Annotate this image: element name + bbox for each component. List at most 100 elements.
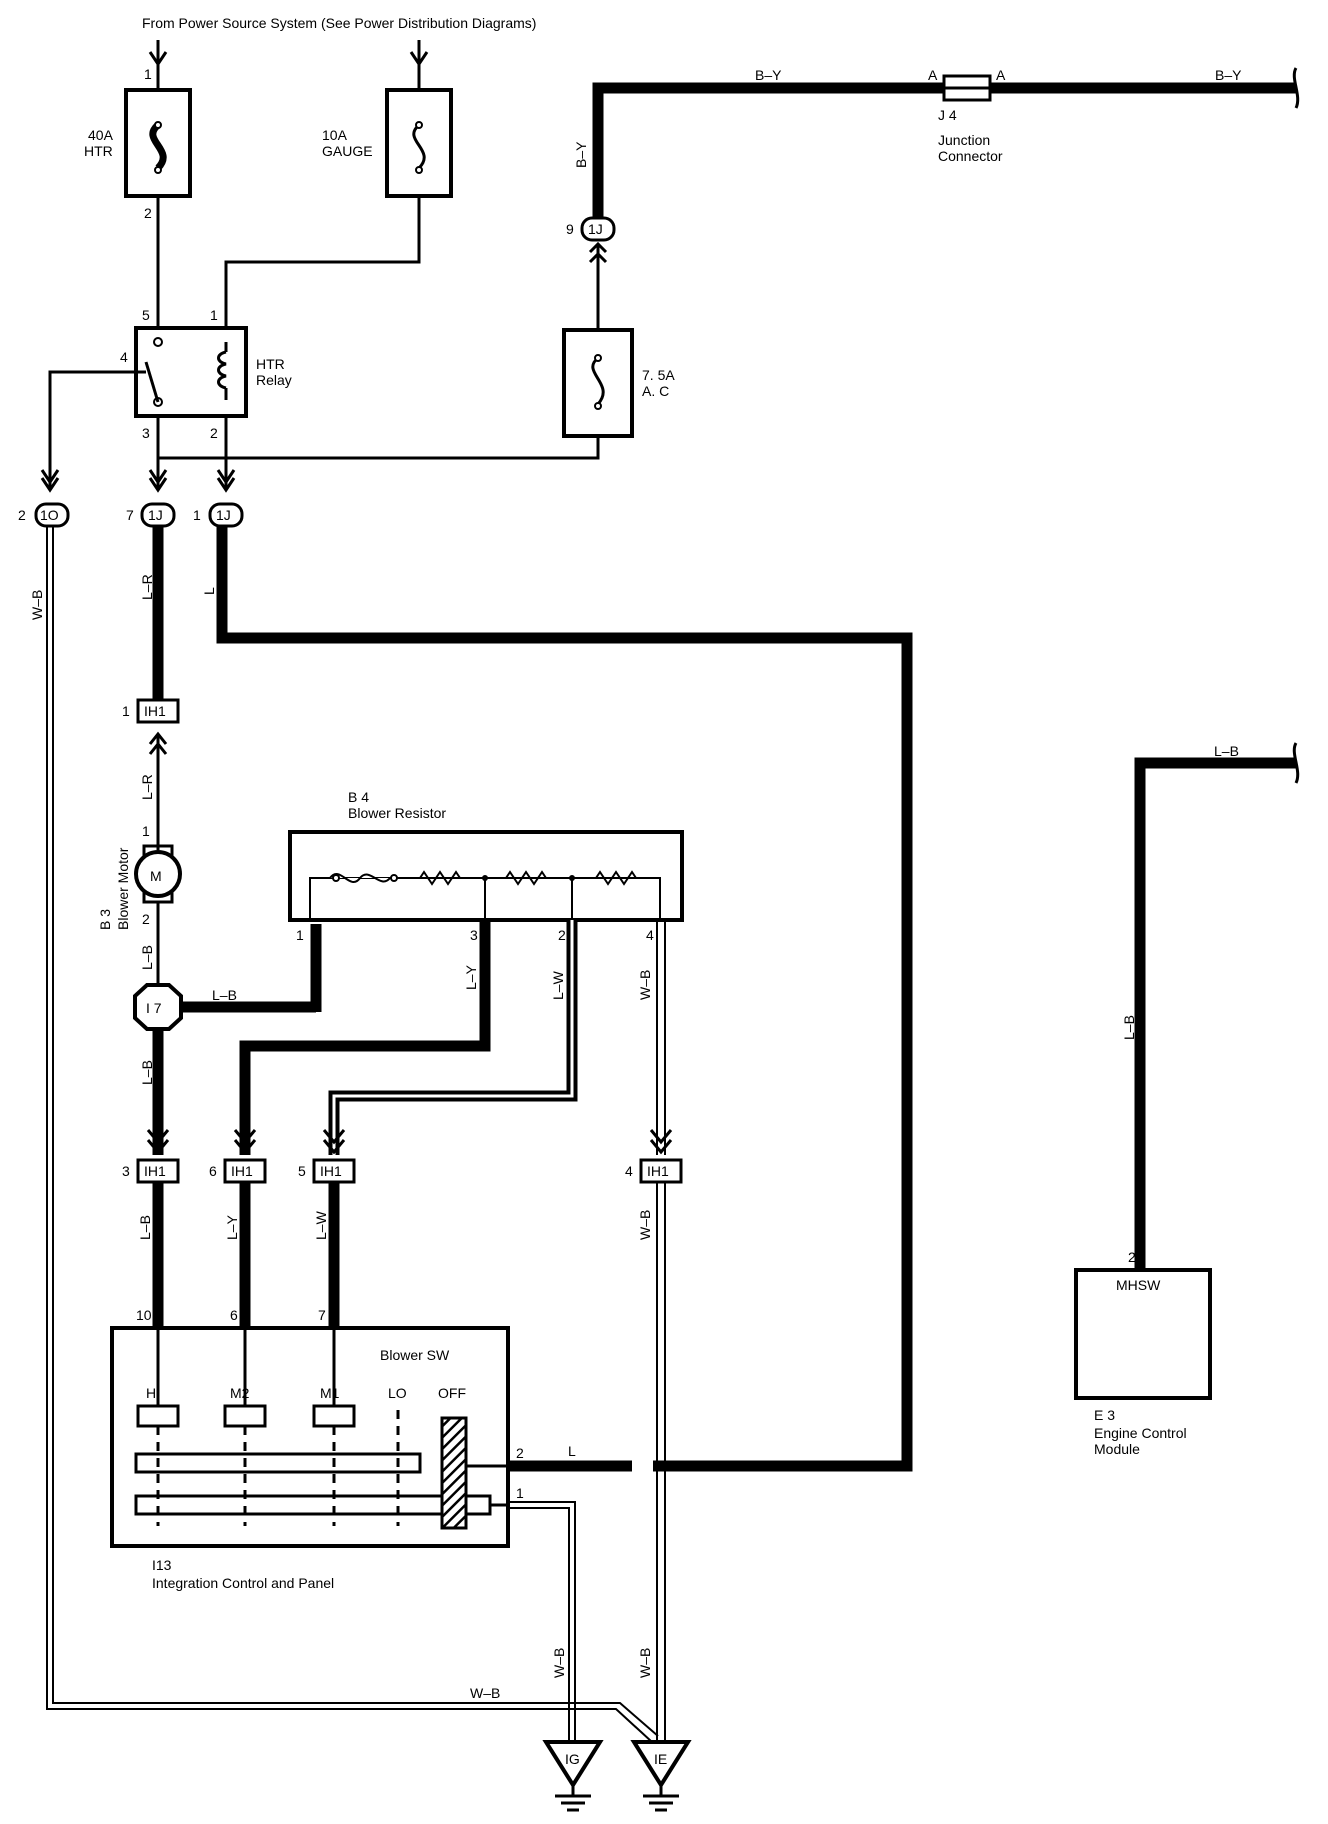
wire-color-label: W–B bbox=[637, 1210, 653, 1240]
ground-ig-label: IG bbox=[565, 1751, 580, 1767]
pin-label: 2 bbox=[1128, 1249, 1136, 1265]
pin-label: 7 bbox=[126, 507, 134, 523]
switch-position-hi: HI bbox=[146, 1385, 160, 1401]
engine-control-module bbox=[1074, 1268, 1212, 1400]
switch-position-m1: M1 bbox=[320, 1385, 340, 1401]
pin-label: 3 bbox=[470, 927, 478, 943]
relay-name: Relay bbox=[256, 372, 292, 388]
ecm-name: Engine Control bbox=[1094, 1425, 1187, 1441]
pin-label: 1 bbox=[144, 66, 152, 82]
relay-name: HTR bbox=[256, 356, 285, 372]
wire-color-label: W–B bbox=[29, 590, 45, 620]
ecm-code: E 3 bbox=[1094, 1407, 1115, 1423]
connector-ih1-label: IH1 bbox=[144, 1163, 166, 1179]
power-input-arrows bbox=[148, 40, 429, 90]
connector-ih1-label: IH1 bbox=[647, 1163, 669, 1179]
fuse-gauge bbox=[385, 88, 453, 198]
connector-ih1-label: IH1 bbox=[144, 703, 166, 719]
junction-name: Connector bbox=[938, 148, 1003, 164]
blower-switch bbox=[110, 1326, 510, 1548]
wire-color-label: L–B bbox=[139, 945, 155, 970]
pin-label: 4 bbox=[120, 349, 128, 365]
wire-color-label: W–B bbox=[637, 1648, 653, 1678]
connector-i7-label: I 7 bbox=[146, 1000, 162, 1016]
fuse-ac bbox=[562, 328, 634, 438]
resistor-name: Blower Resistor bbox=[348, 805, 446, 821]
ground-ie-label: IE bbox=[654, 1751, 667, 1767]
wire-color-label: L bbox=[568, 1443, 576, 1459]
switch-position-off: OFF bbox=[438, 1385, 466, 1401]
motor-code: B 3 bbox=[97, 909, 113, 930]
wire-color-label: L–W bbox=[313, 1210, 329, 1240]
connector-1j-9 bbox=[580, 216, 616, 330]
wires-resistor-out bbox=[233, 920, 673, 1155]
connector-1j-label: 1J bbox=[216, 507, 231, 523]
fuse-htr-name: HTR bbox=[84, 143, 113, 159]
power-source-label: From Power Source System (See Power Dist… bbox=[142, 15, 536, 31]
junction-code: J 4 bbox=[938, 107, 957, 123]
pin-label: 3 bbox=[142, 425, 150, 441]
pin-label: 1 bbox=[210, 307, 218, 323]
switch-title: Blower SW bbox=[380, 1347, 450, 1363]
wires-relay-feed bbox=[156, 196, 421, 335]
fuse-htr-rating: 40A bbox=[88, 127, 114, 143]
connector-1j-label: 1J bbox=[148, 507, 163, 523]
pin-label: 3 bbox=[122, 1163, 130, 1179]
wire-lr bbox=[148, 526, 168, 850]
pin-label: 2 bbox=[516, 1445, 524, 1461]
pin-label: 9 bbox=[566, 221, 574, 237]
pin-label: 2 bbox=[142, 911, 150, 927]
connector-1j-label: 1J bbox=[588, 221, 603, 237]
wire-lb-motor bbox=[146, 902, 322, 1155]
wire-l bbox=[216, 526, 913, 1472]
pin-label: 2 bbox=[18, 507, 26, 523]
blower-motor bbox=[134, 844, 182, 904]
pin-label: 5 bbox=[298, 1163, 306, 1179]
wire-color-label: L–B bbox=[139, 1060, 155, 1085]
wire-color-label: B–Y bbox=[755, 67, 782, 83]
wire-color-label: L–B bbox=[1121, 1015, 1137, 1040]
pin-label: 10 bbox=[136, 1307, 152, 1323]
wire-color-label: L–W bbox=[550, 970, 566, 1000]
ecm-terminal-label: MHSW bbox=[1116, 1277, 1161, 1293]
pin-label: 1 bbox=[296, 927, 304, 943]
switch-name: Integration Control and Panel bbox=[152, 1575, 334, 1591]
pin-label: 4 bbox=[646, 927, 654, 943]
ground-ig bbox=[542, 1740, 604, 1812]
connector-ih1-1 bbox=[136, 698, 180, 724]
connector-ih1-label: IH1 bbox=[231, 1163, 253, 1179]
pin-label: 5 bbox=[142, 307, 150, 323]
fuse-htr bbox=[124, 88, 192, 198]
wire-by bbox=[592, 67, 1300, 224]
ground-ie bbox=[630, 1740, 692, 1812]
motor-symbol: M bbox=[150, 868, 162, 884]
pin-label: 2 bbox=[558, 927, 566, 943]
wire-wb-left bbox=[46, 526, 659, 1743]
htr-relay bbox=[134, 326, 248, 418]
junction-pin-label: A bbox=[928, 67, 938, 83]
connector-ih1-4 bbox=[639, 1158, 683, 1184]
wire-color-label: L–R bbox=[139, 774, 155, 800]
pin-label: 6 bbox=[209, 1163, 217, 1179]
fuse-ac-rating: 7. 5A bbox=[642, 367, 675, 383]
wire-color-label: L–R bbox=[139, 574, 155, 600]
pin-label: 2 bbox=[144, 205, 152, 221]
wires-relay-out bbox=[40, 370, 600, 493]
wires-to-switch bbox=[152, 1182, 666, 1740]
pin-label: 6 bbox=[230, 1307, 238, 1323]
pin-label: 4 bbox=[625, 1163, 633, 1179]
wire-color-label: L–B bbox=[137, 1215, 153, 1240]
junction-pin-label: A bbox=[996, 67, 1006, 83]
pin-label: 7 bbox=[318, 1307, 326, 1323]
wire-color-label: W–B bbox=[470, 1685, 500, 1701]
connector-i7 bbox=[133, 983, 183, 1031]
wire-color-label: L–Y bbox=[224, 1214, 240, 1240]
switch-position-lo: LO bbox=[388, 1385, 407, 1401]
pin-label: 2 bbox=[210, 425, 218, 441]
ecm-name: Module bbox=[1094, 1441, 1140, 1457]
wire-wb-switch bbox=[508, 1501, 576, 1742]
wire-color-label: W–B bbox=[551, 1648, 567, 1678]
pin-label: 1 bbox=[142, 823, 150, 839]
wire-lb-ecm bbox=[1134, 742, 1300, 1270]
